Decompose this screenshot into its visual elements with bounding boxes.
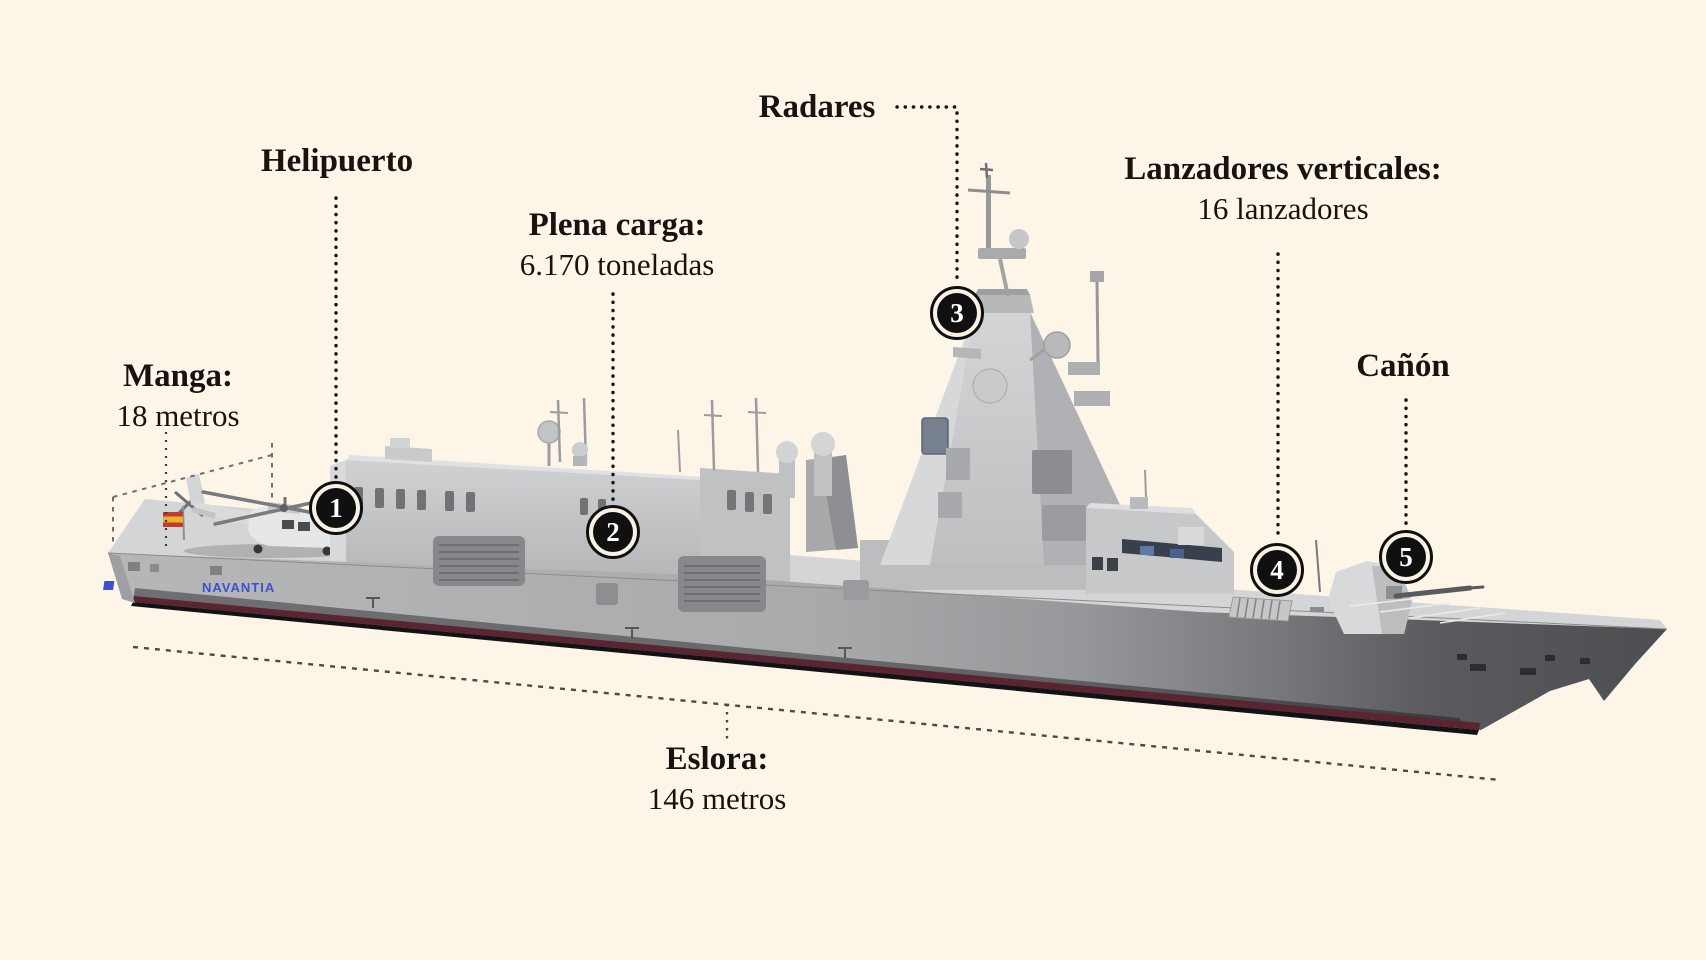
marker-3-radares: 3 (930, 286, 984, 340)
main-mast-tower (860, 162, 1150, 590)
marker-3-number: 3 (937, 293, 977, 333)
leader-lines (334, 105, 1408, 543)
intake-grating-aft (433, 536, 525, 586)
label-lanzadores-title: Lanzadores verticales: (1124, 151, 1442, 187)
marker-1-number: 1 (316, 488, 356, 528)
manga-lines (112, 432, 273, 547)
leader-radares (895, 105, 959, 286)
label-plena-carga-value: 6.170 toneladas (519, 247, 715, 282)
hull-brand-text: NAVANTIA (202, 580, 275, 595)
label-eslora-value: 146 metros (647, 781, 787, 816)
label-canon: Cañón (1356, 347, 1450, 386)
waterline-stripe (133, 596, 1480, 730)
marker-4-number: 4 (1257, 550, 1297, 590)
hull-details: NAVANTIA (103, 536, 1590, 675)
marker-2-plena-carga: 2 (586, 505, 640, 559)
vls-hatch (1228, 596, 1293, 622)
spain-flag-icon (163, 505, 185, 541)
label-canon-title: Cañón (1356, 348, 1450, 384)
label-manga-title: Manga: (123, 358, 233, 394)
label-helipuerto: Helipuerto (261, 142, 413, 181)
hull-brand: NAVANTIA (103, 580, 275, 595)
label-helipuerto-title: Helipuerto (260, 143, 414, 179)
label-radares: Radares (759, 88, 876, 127)
label-radares-title: Radares (758, 89, 876, 125)
label-plena-carga-title: Plena carga: (528, 207, 706, 243)
hangar-roof-antennas (537, 397, 588, 466)
label-lanzadores: Lanzadores verticales: 16 lanzadores (1124, 150, 1441, 228)
label-plena-carga: Plena carga: 6.170 toneladas (520, 206, 715, 284)
label-manga: Manga: 18 metros (116, 357, 239, 435)
stern-face (108, 553, 135, 603)
eslora-line (132, 645, 1501, 782)
keel-line (131, 602, 1479, 735)
foredeck-markings (1349, 597, 1506, 624)
marker-1-helipuerto: 1 (309, 481, 363, 535)
hull-side (108, 553, 1667, 730)
label-eslora-title: Eslora: (665, 741, 769, 777)
bridge (1086, 469, 1234, 594)
funnel-and-radomes (776, 432, 858, 552)
marker-2-number: 2 (593, 512, 633, 552)
intake-grating-mid (678, 556, 766, 612)
ship: NAVANTIA (103, 162, 1668, 735)
hull (107, 552, 1668, 735)
marker-4-lanzadores: 4 (1250, 543, 1304, 597)
label-lanzadores-value: 16 lanzadores (1197, 191, 1369, 226)
label-manga-value: 18 metros (116, 398, 240, 433)
marker-5-canon: 5 (1379, 530, 1433, 584)
cannon-barrel (1393, 585, 1473, 599)
label-eslora: Eslora: 146 metros (648, 740, 787, 818)
marker-5-number: 5 (1386, 537, 1426, 577)
